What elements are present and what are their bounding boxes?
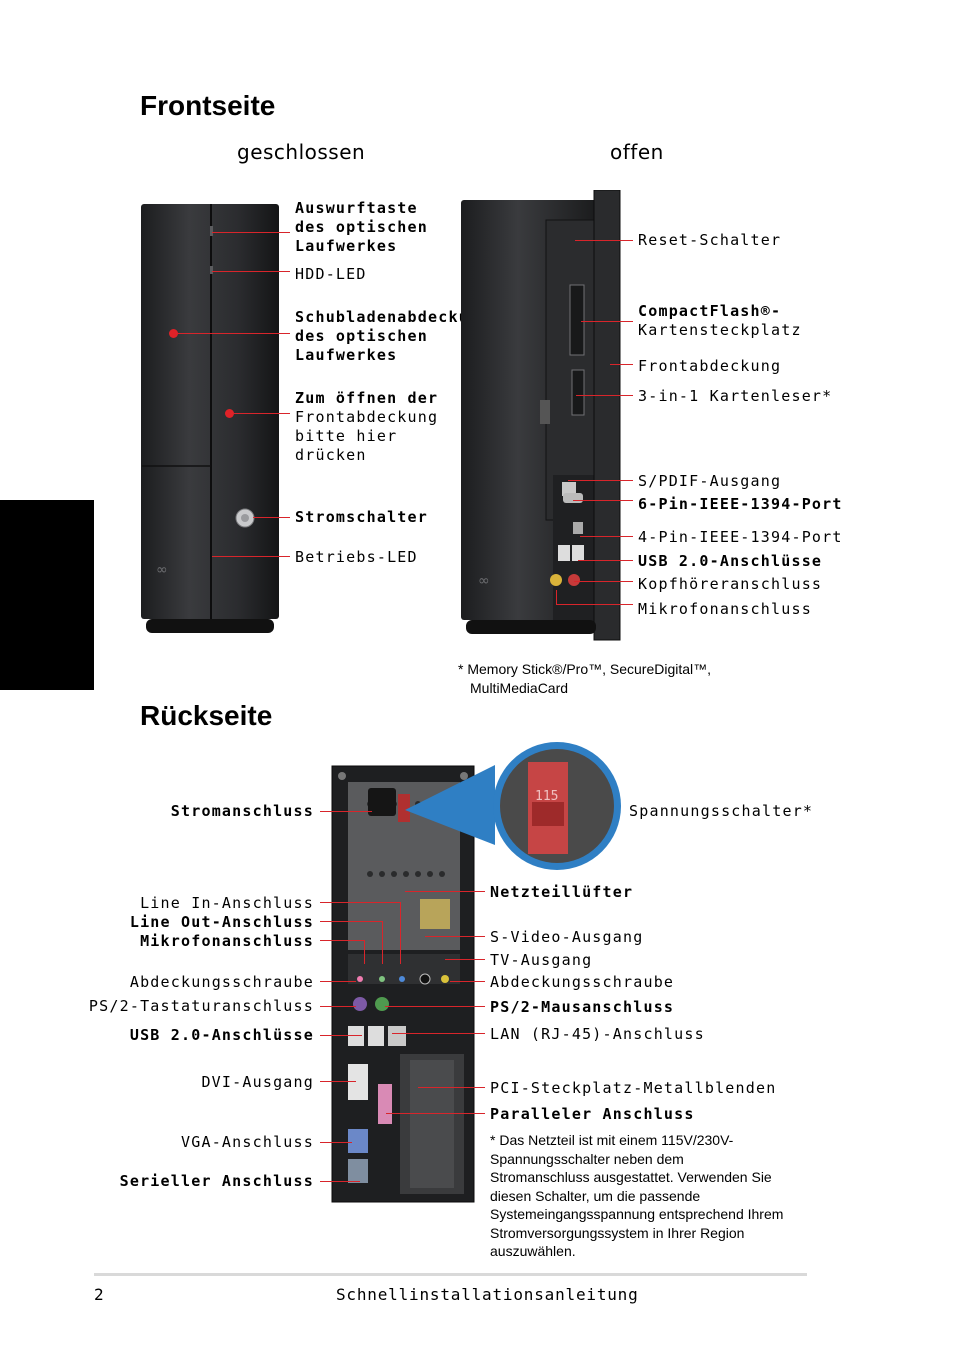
tray-cover-label: Schubladenabdeckung des optischen Laufwe… [295,308,490,364]
compactflash-slot-label: Kartensteckplatz [638,321,802,339]
front-footnote: * Memory Stick®/Pro™, SecureDigital™, Mu… [458,661,712,696]
serial-port-label: Serieller Anschluss [119,1172,314,1190]
open-cover-label: Zum öffnen der Frontabdeckung bitte hier… [295,389,439,464]
closed-label: geschlossen [237,140,366,164]
svg-text:115: 115 [535,789,558,804]
mic-rear-label: Mikrofonanschluss [140,932,314,950]
pc-front-closed-image: ∞ [141,204,279,633]
pc-rear-image [331,765,475,1203]
dvi-out-label: DVI-Ausgang [201,1073,314,1091]
svg-text:∞: ∞ [478,573,490,589]
side-tab [0,500,94,690]
ieee1394-4pin-label: 4-Pin-IEEE-1394-Port [638,528,843,546]
mic-front-label: Mikrofonanschluss [638,600,812,618]
voltage-switch-zoom: 115 [405,742,621,870]
psu-fan-label: Netzteillüfter [490,883,634,901]
line-in-label: Line In-Anschluss [140,894,314,912]
headphone-label: Kopfhöreranschluss [638,575,823,593]
pc-front-open-image: ∞ [461,190,621,641]
voltage-switch-label: Spannungsschalter* [629,802,814,820]
power-switch-label: Stromschalter [295,508,428,526]
cover-screw-right-label: Abdeckungsschraube [490,973,675,991]
spdif-label: S/PDIF-Ausgang [638,472,782,490]
ieee1394-6pin-label: 6-Pin-IEEE-1394-Port [638,495,843,513]
svg-text:∞: ∞ [156,562,168,578]
line-out-label: Line Out-Anschluss [129,913,314,931]
usb-front-label: USB 2.0-Anschlüsse [638,552,823,570]
hdd-led-label: HDD-LED [295,265,367,283]
pci-slot-label: PCI-Steckplatz-Metallblenden [490,1079,777,1097]
page-number: 2 [94,1285,105,1304]
compactflash-label: CompactFlash®- [638,302,782,320]
power-connector-label: Stromanschluss [170,802,314,820]
cover-screw-left-label: Abdeckungsschraube [129,973,314,991]
eject-button-label: Auswurftaste des optischen Laufwerkes [295,199,428,255]
footer-rule [94,1273,807,1276]
front-title: Frontseite [140,90,276,121]
footer-title: Schnellinstallationsanleitung [336,1285,639,1304]
rear-footnote: * Das Netzteil ist mit einem 115V/230V- … [490,1132,784,1259]
parallel-port-label: Paralleler Anschluss [490,1105,695,1123]
svideo-label: S-Video-Ausgang [490,928,644,946]
rear-title: Rückseite [140,700,273,731]
usb-rear-label: USB 2.0-Anschlüsse [129,1026,314,1044]
lan-label: LAN (RJ-45)-Anschluss [490,1025,705,1043]
ps2-mouse-label: PS/2-Mausanschluss [490,998,675,1016]
open-label: offen [610,140,664,164]
vga-label: VGA-Anschluss [181,1133,314,1151]
card-reader-label: 3-in-1 Kartenleser* [638,387,833,405]
ps2-keyboard-label: PS/2-Tastaturanschluss [88,997,314,1015]
tv-out-label: TV-Ausgang [490,951,593,969]
front-cover-label: Frontabdeckung [638,357,782,375]
reset-switch-label: Reset-Schalter [638,231,782,249]
power-led-label: Betriebs-LED [295,548,418,566]
